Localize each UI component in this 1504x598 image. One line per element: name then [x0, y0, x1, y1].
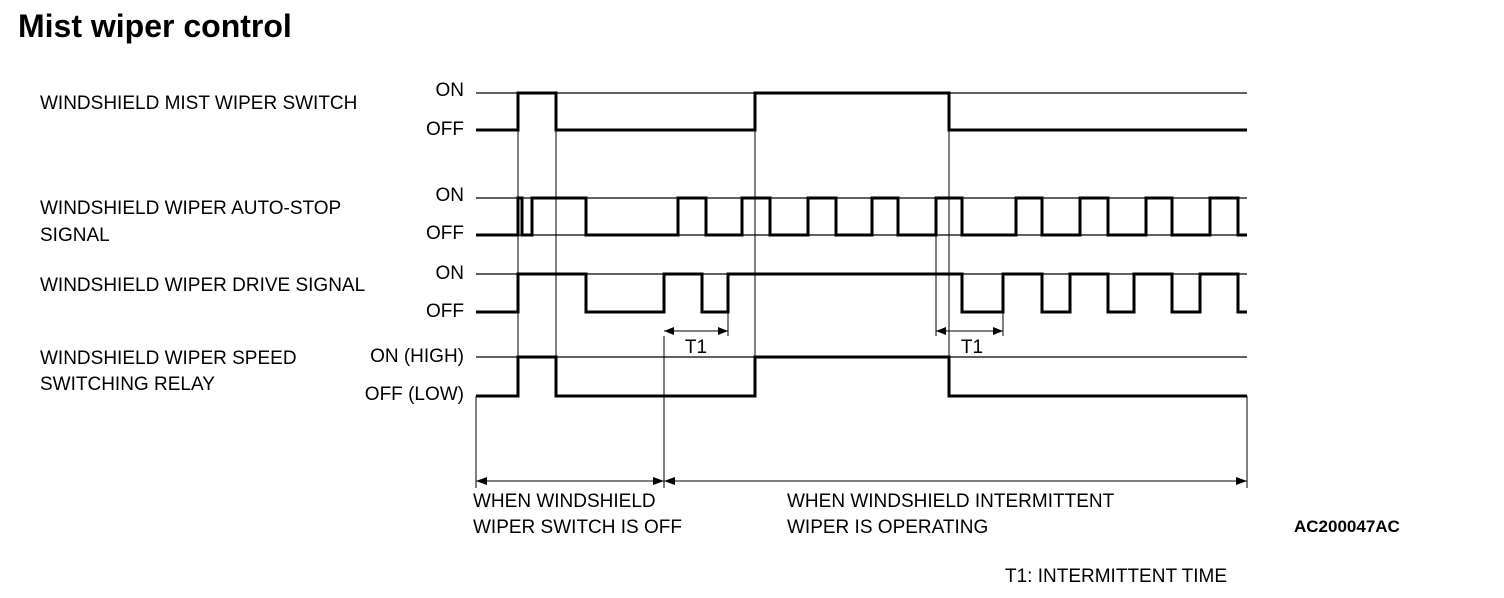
- level-off-low-label: OFF (LOW): [365, 384, 464, 405]
- level-on-high-label: ON (HIGH): [370, 346, 464, 367]
- t1-interval-marker-1: T1: [664, 327, 728, 358]
- signal-label-auto-stop-line2: SIGNAL: [40, 225, 110, 246]
- level-on-label: ON: [436, 80, 465, 101]
- page-title: Mist wiper control: [18, 8, 292, 44]
- timing-guide-lines: [517, 93, 1004, 396]
- level-on-label: ON: [436, 185, 465, 206]
- level-off-label: OFF: [426, 223, 464, 244]
- drive-signal-waveform: [476, 272, 1247, 314]
- signal-label-speed-relay-line2: SWITCHING RELAY: [40, 374, 215, 395]
- phase-label-intermittent-line1: WHEN WINDSHIELD INTERMITTENT: [787, 491, 1115, 512]
- t1-interval-marker-2: T1: [936, 327, 1003, 358]
- level-reference-lines: [476, 92, 1247, 358]
- phase-label-switch-off-line2: WIPER SWITCH IS OFF: [473, 517, 682, 538]
- speed-relay-waveform: [476, 355, 1247, 398]
- signal-label-mist-wiper-switch: WINDSHIELD MIST WIPER SWITCH: [40, 93, 357, 114]
- auto-stop-signal-waveform: [476, 196, 1247, 237]
- mist-wiper-switch-waveform: [476, 91, 1247, 132]
- t1-label: T1: [961, 337, 983, 358]
- level-off-label: OFF: [426, 119, 464, 140]
- level-off-label: OFF: [426, 301, 464, 322]
- signal-label-drive-signal: WINDSHIELD WIPER DRIVE SIGNAL: [40, 275, 365, 296]
- signal-label-auto-stop-line1: WINDSHIELD WIPER AUTO-STOP: [40, 198, 341, 219]
- figure-code: AC200047AC: [1294, 517, 1400, 536]
- phase-label-switch-off-line1: WHEN WINDSHIELD: [473, 491, 656, 512]
- legend-note: T1: INTERMITTENT TIME: [1005, 566, 1227, 587]
- phase-label-intermittent-line2: WIPER IS OPERATING: [787, 517, 988, 538]
- level-on-label: ON: [436, 263, 465, 284]
- signal-label-speed-relay-line1: WINDSHIELD WIPER SPEED: [40, 348, 297, 369]
- t1-label: T1: [685, 337, 707, 358]
- phase-range-markers: [475, 396, 1248, 488]
